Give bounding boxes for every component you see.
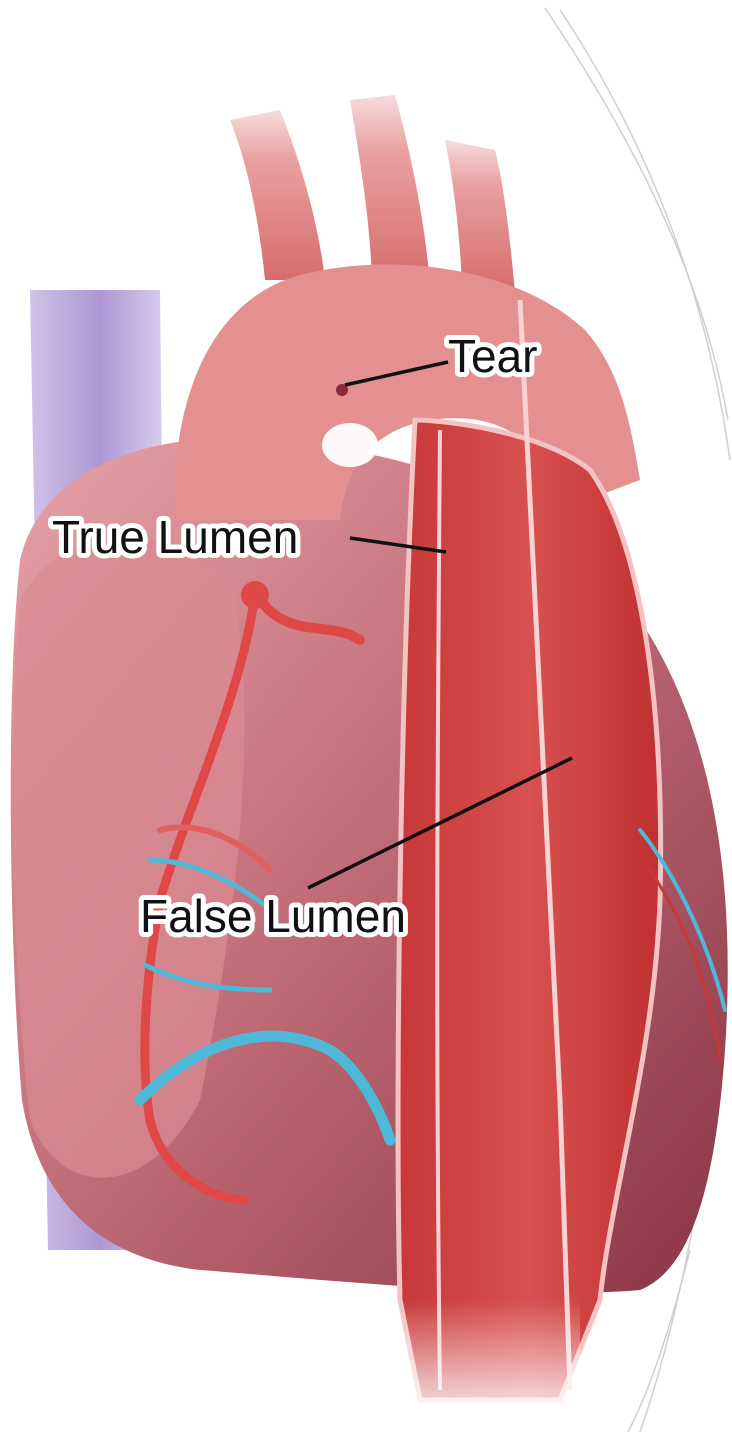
tear-label: Tear bbox=[448, 330, 537, 382]
true-lumen-label: True Lumen bbox=[52, 511, 298, 563]
false-lumen-label: False Lumen bbox=[140, 890, 406, 942]
